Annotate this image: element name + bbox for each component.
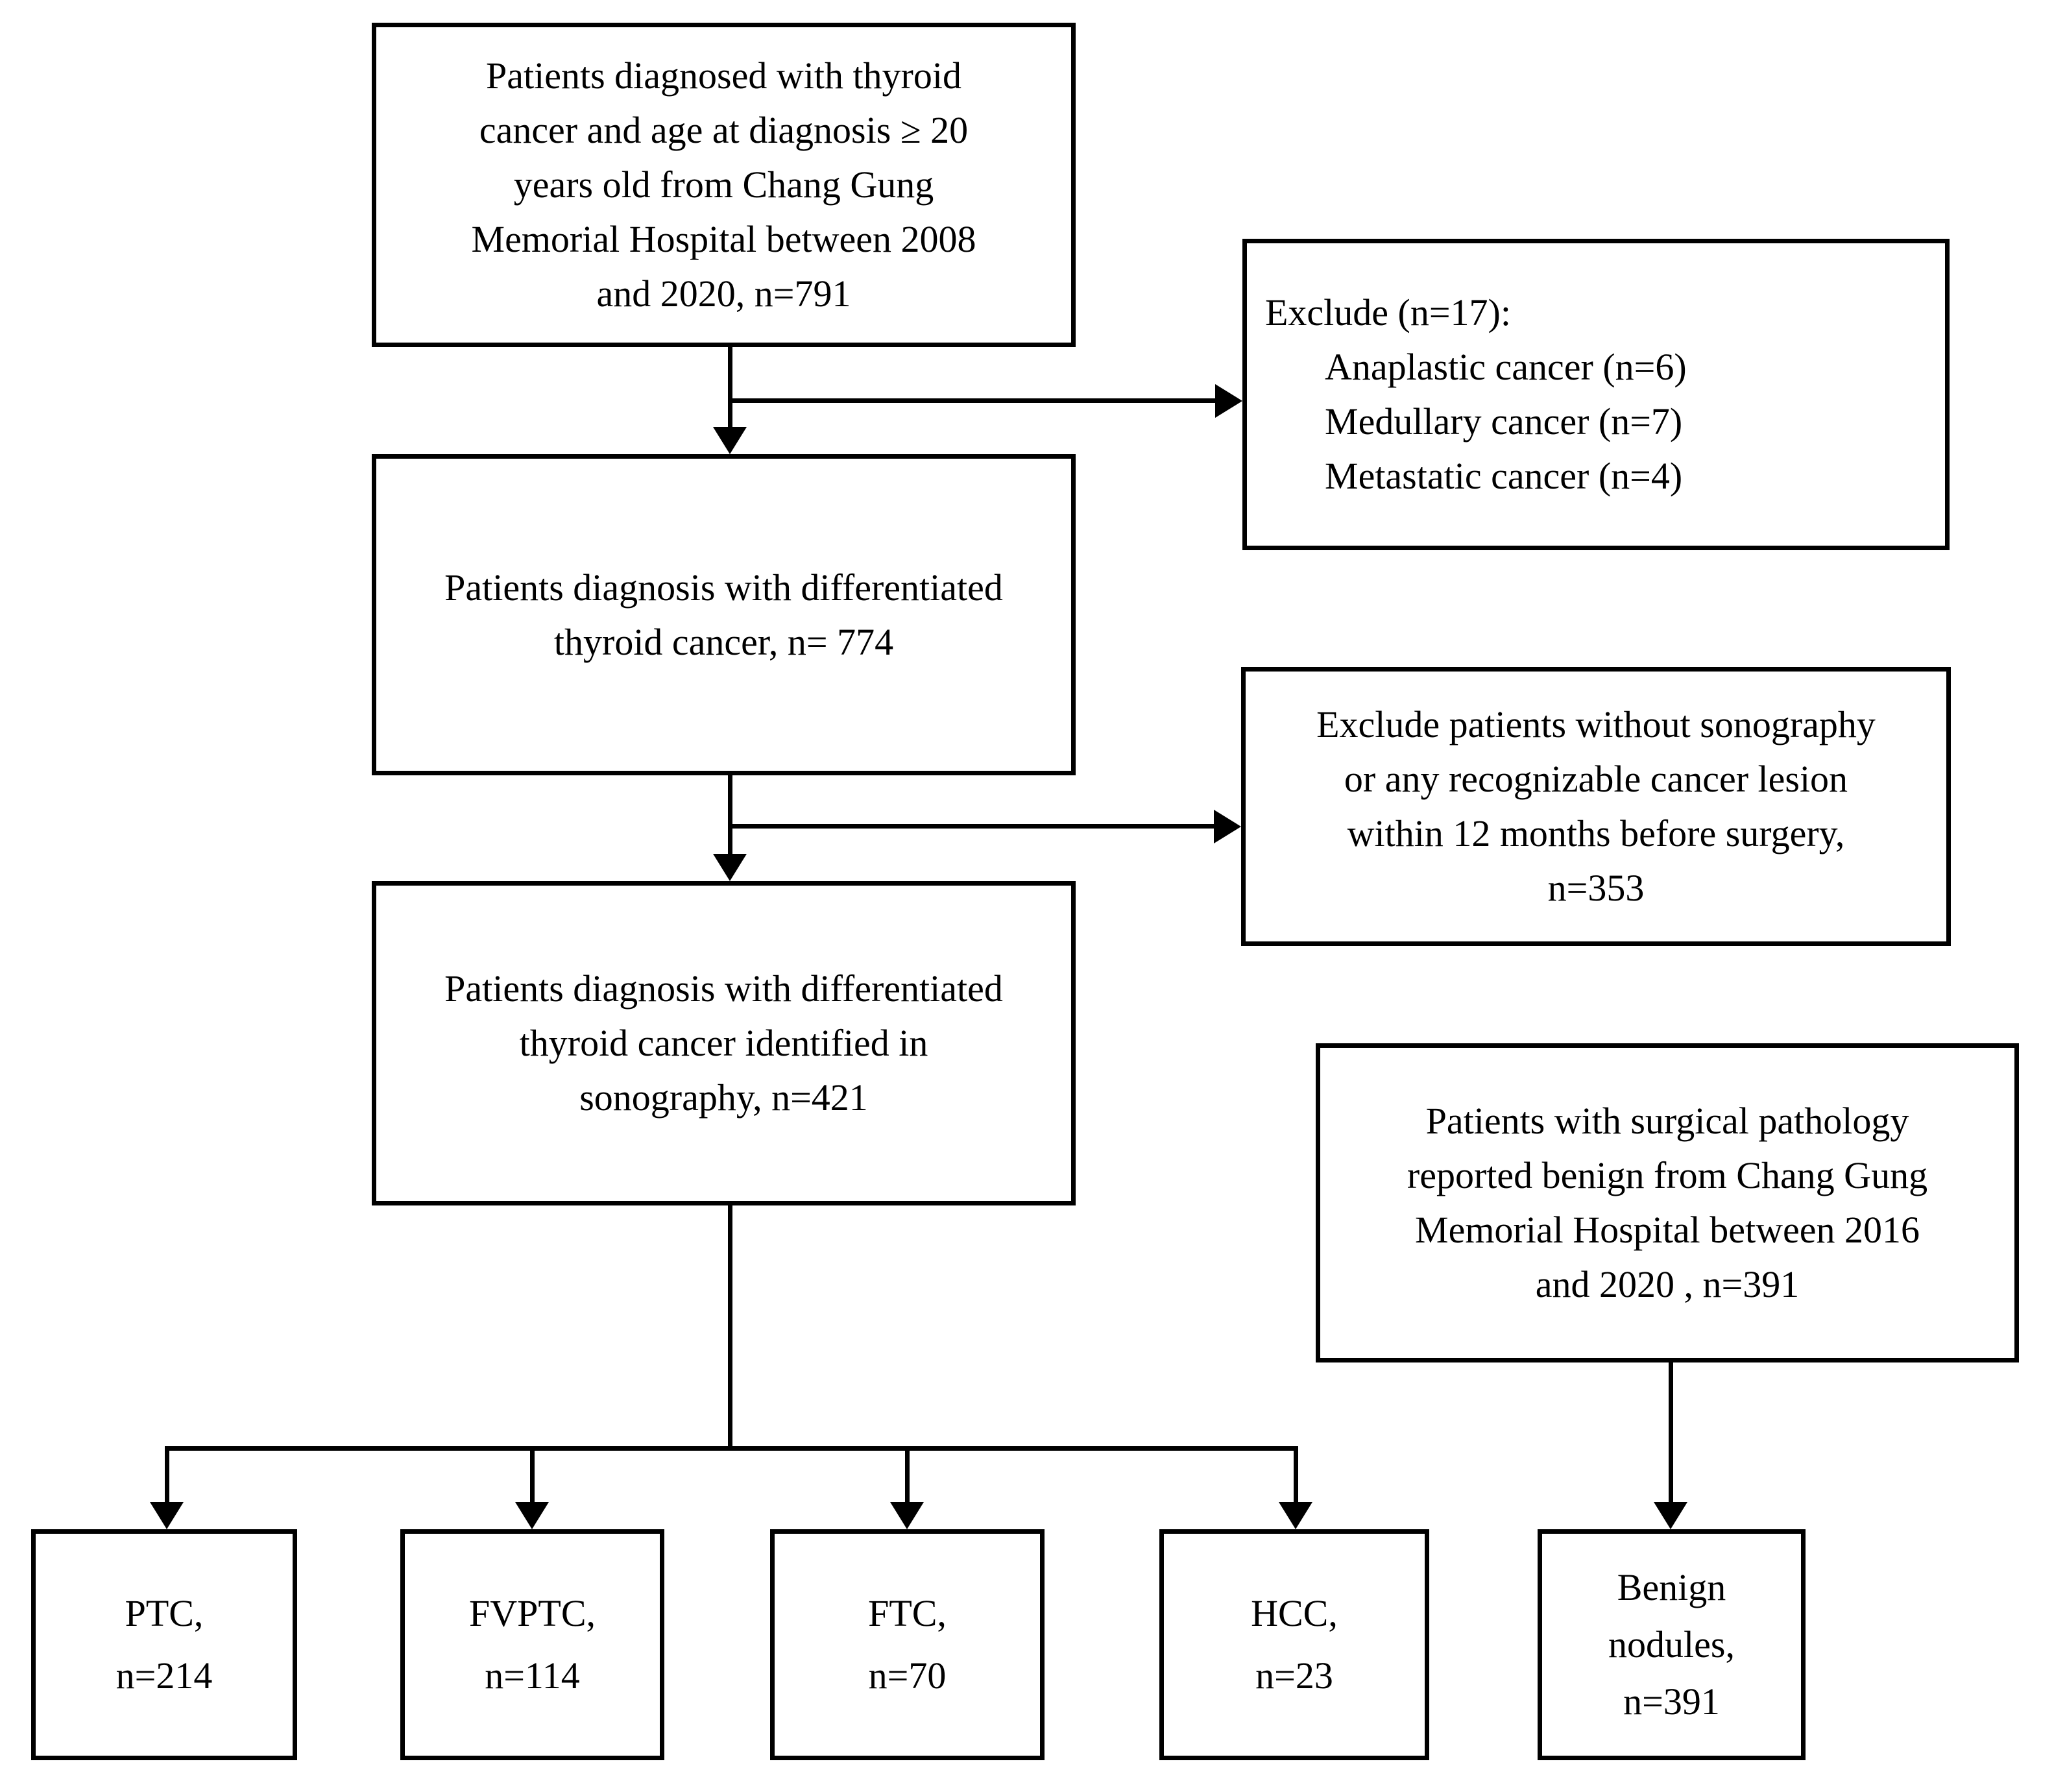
exclusion-item: Metastatic cancer (n=4) xyxy=(1325,455,1683,497)
drop-ftc xyxy=(905,1451,910,1503)
connector-benign-to-nodules xyxy=(1669,1362,1673,1503)
connector-branch-exclude-cancers xyxy=(730,398,1216,403)
connector-branch-exclude-sonography xyxy=(730,824,1215,829)
exclusion-title: Exclude (n=17): xyxy=(1265,291,1511,333)
arrowhead-down-icon xyxy=(713,427,747,454)
arrowhead-down-icon xyxy=(1654,1502,1687,1529)
node-excluded-no-sonography: Exclude patients without sonography or a… xyxy=(1241,667,1951,946)
arrowhead-down-icon xyxy=(890,1502,924,1529)
distribution-line xyxy=(165,1446,1298,1451)
arrowhead-down-icon xyxy=(150,1502,184,1529)
node-ptc: PTC, n=214 xyxy=(31,1529,297,1760)
drop-hcc xyxy=(1294,1446,1298,1503)
node-fvptc: FVPTC, n=114 xyxy=(400,1529,664,1760)
arrowhead-down-icon xyxy=(515,1502,549,1529)
arrowhead-right-icon xyxy=(1214,810,1241,843)
arrowhead-down-icon xyxy=(713,854,747,881)
connector-sonography-to-split xyxy=(728,1205,732,1451)
node-dtc-sonography: Patients diagnosis with differentiated t… xyxy=(372,881,1076,1205)
node-excluded-cancers: Exclude (n=17): Anaplastic cancer (n=6) … xyxy=(1242,239,1950,550)
arrowhead-right-icon xyxy=(1215,384,1242,418)
exclusion-item: Anaplastic cancer (n=6) xyxy=(1325,346,1687,388)
connector-source-to-dtc xyxy=(728,347,732,430)
node-dtc: Patients diagnosis with differentiated t… xyxy=(372,454,1076,775)
arrowhead-down-icon xyxy=(1279,1502,1312,1529)
drop-fvptc xyxy=(530,1451,535,1503)
node-hcc: HCC, n=23 xyxy=(1159,1529,1429,1760)
connector-dtc-to-sonography xyxy=(728,775,732,854)
drop-ptc xyxy=(165,1446,169,1503)
node-source-population: Patients diagnosed with thyroid cancer a… xyxy=(372,23,1076,347)
exclusion-item: Medullary cancer (n=7) xyxy=(1325,400,1683,442)
node-ftc: FTC, n=70 xyxy=(770,1529,1045,1760)
node-benign-nodules: Benign nodules, n=391 xyxy=(1538,1529,1806,1760)
node-benign-source: Patients with surgical pathology reporte… xyxy=(1316,1043,2019,1362)
